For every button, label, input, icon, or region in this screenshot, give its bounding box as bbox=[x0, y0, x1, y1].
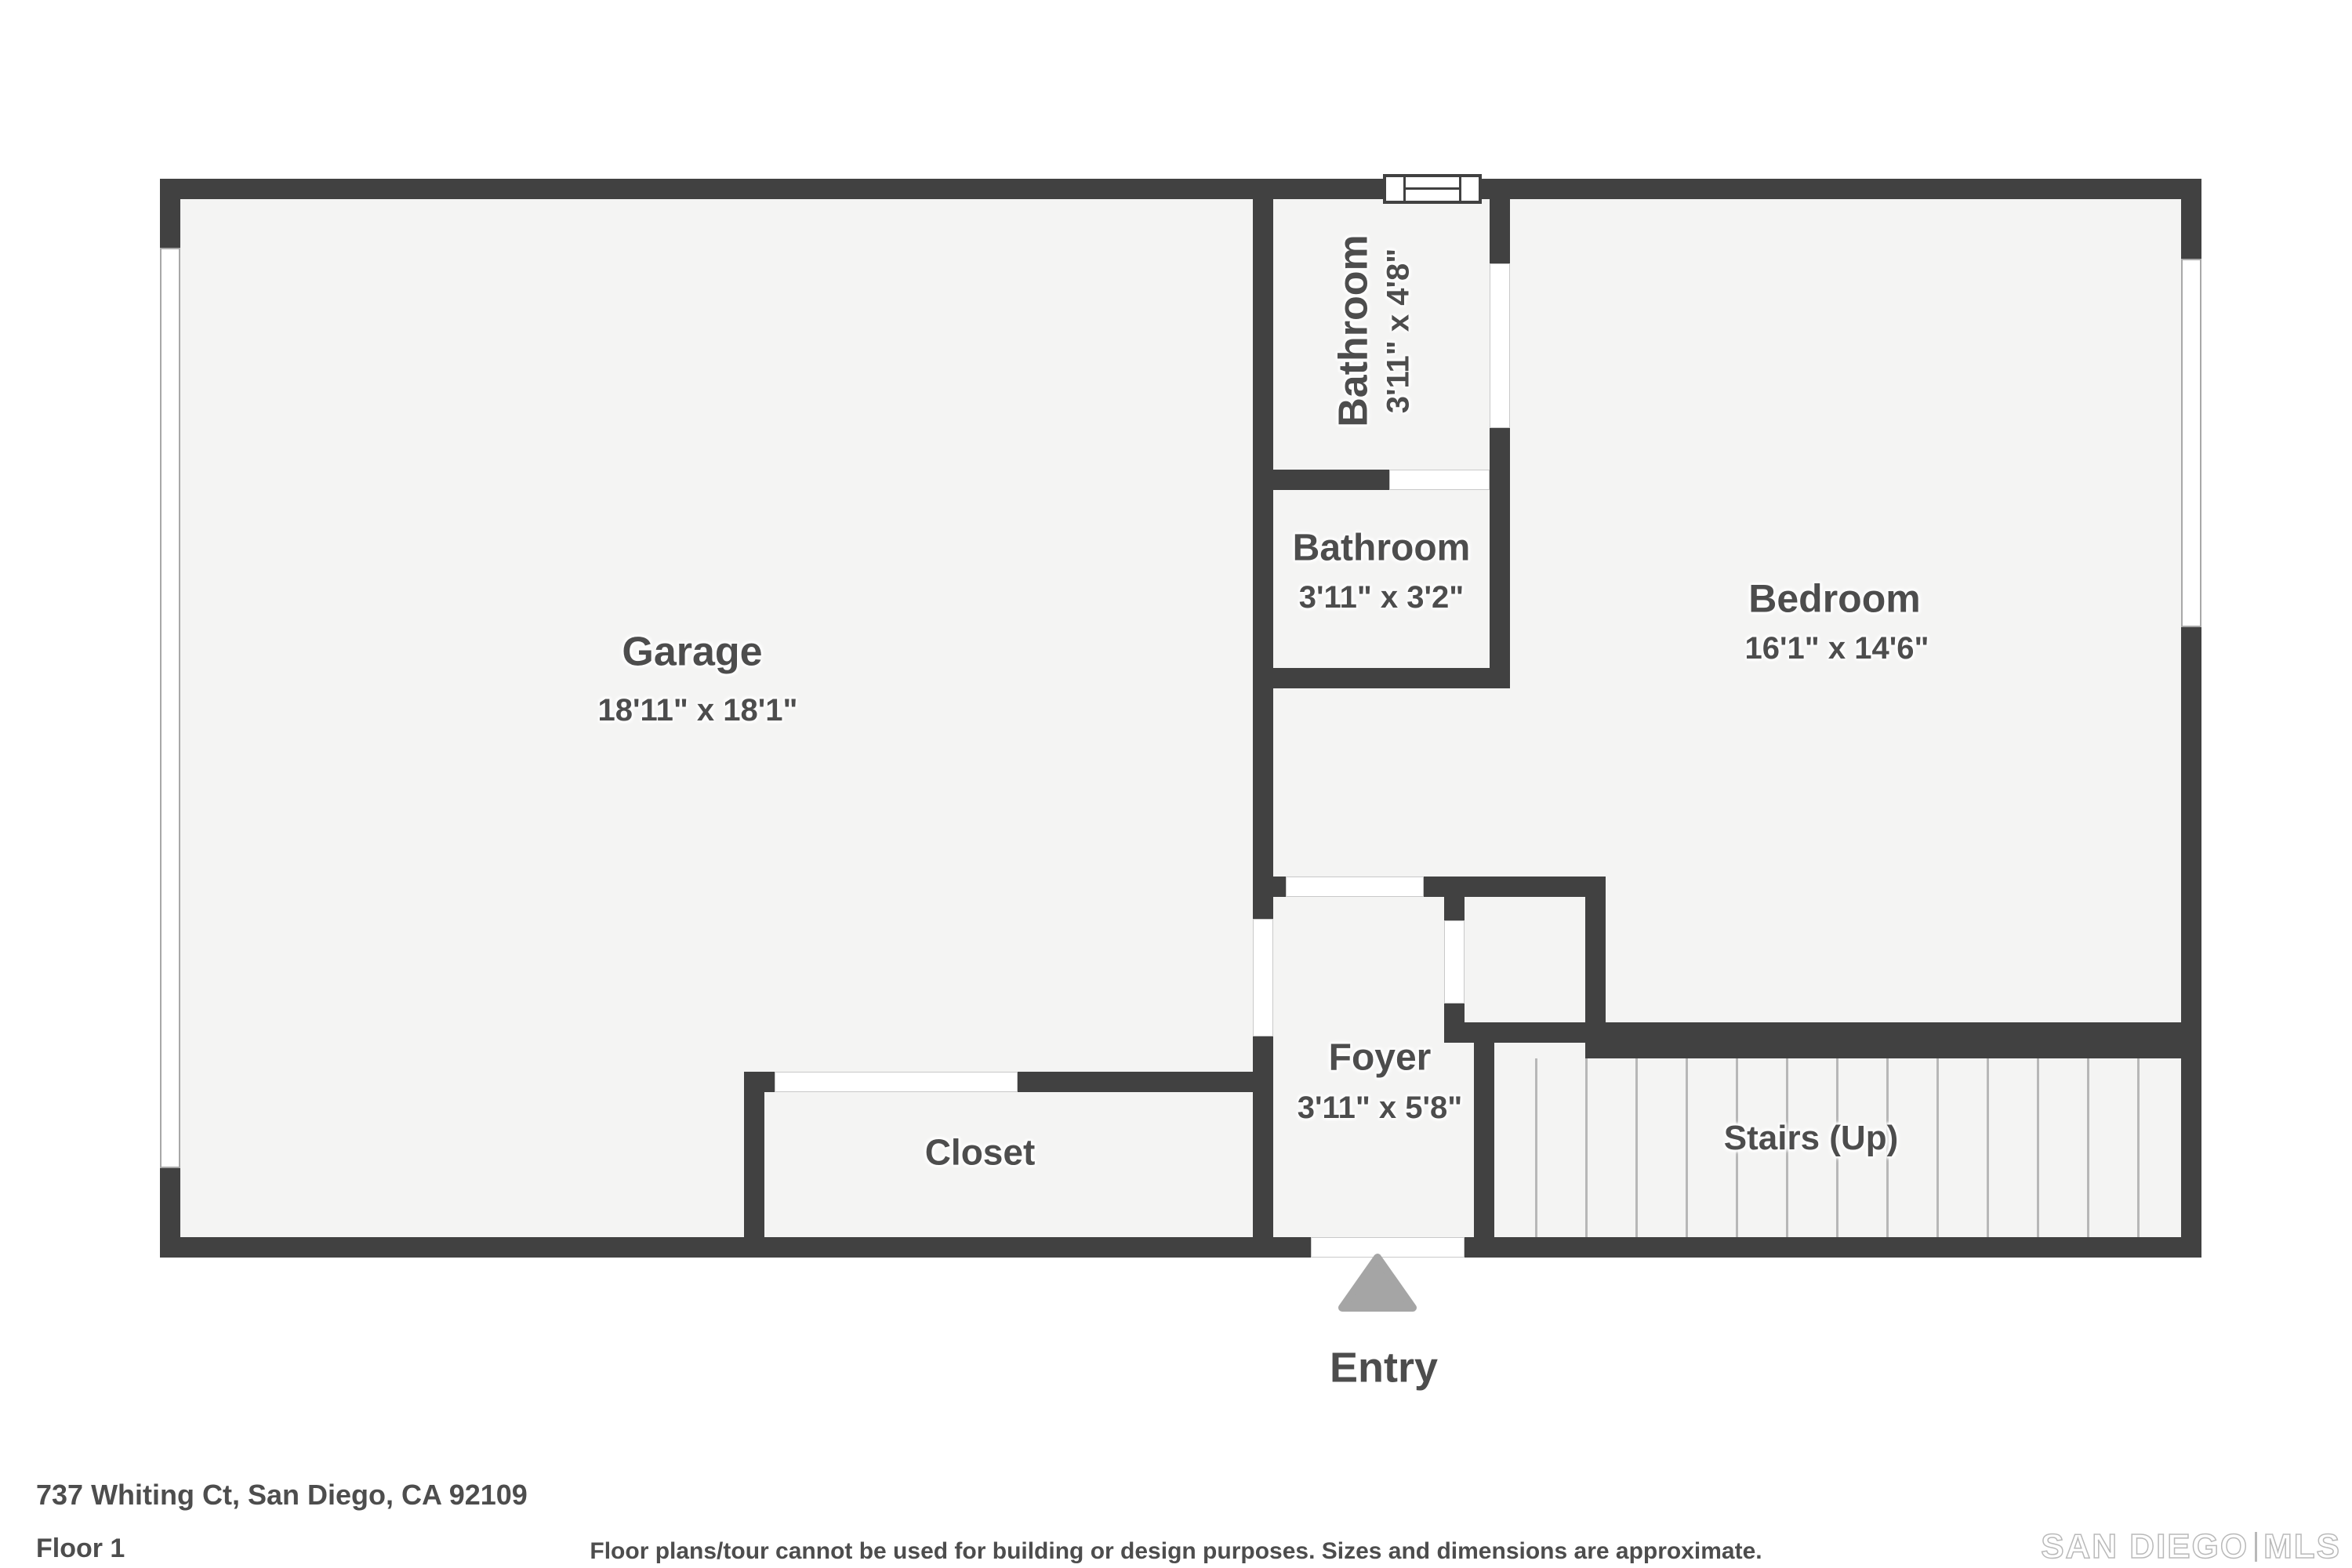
bathroom-mid-dims: 3'11" x 3'2" bbox=[1298, 580, 1465, 615]
wall-bottom bbox=[160, 1237, 2201, 1258]
wall-garage-divider bbox=[1253, 199, 1273, 1237]
floor-area bbox=[180, 199, 2181, 1237]
door-opening-bathroom-top bbox=[1490, 263, 1510, 428]
stairs-label: Stairs (Up) bbox=[1723, 1118, 1899, 1157]
wall-bathroom-mid-bottom bbox=[1253, 668, 1510, 688]
bathroom-top-label-block: Bathroom 3'11" x 4'8" bbox=[1330, 234, 1416, 427]
mls-logo-divider bbox=[2255, 1532, 2258, 1562]
stair-tread-line bbox=[2037, 1058, 2039, 1237]
stairs-treads bbox=[1494, 1058, 2181, 1237]
footer-disclaimer: Floor plans/tour cannot be used for buil… bbox=[590, 1538, 1762, 1564]
garage-label: Garage bbox=[622, 629, 763, 675]
bedroom-label: Bedroom bbox=[1748, 576, 1921, 621]
stair-tread-line bbox=[1686, 1058, 1688, 1237]
foyer-dims: 3'11" x 5'8" bbox=[1297, 1091, 1463, 1125]
door-opening-entry bbox=[1311, 1237, 1465, 1258]
bathroom-top-label: Bathroom bbox=[1330, 234, 1377, 427]
stair-tread-line bbox=[1635, 1058, 1638, 1237]
stair-tread-line bbox=[1585, 1058, 1588, 1237]
stair-tread-line bbox=[1736, 1058, 1738, 1237]
door-opening-closet bbox=[775, 1072, 1018, 1092]
wall-stairs-top bbox=[1585, 1022, 2181, 1058]
stair-tread-line bbox=[1886, 1058, 1889, 1237]
window-pane-left bbox=[1386, 177, 1403, 201]
wall-top bbox=[160, 179, 2201, 199]
entry-label: Entry bbox=[1329, 1344, 1439, 1392]
bathroom-top-dims: 3'11" x 4'8" bbox=[1381, 248, 1416, 414]
window-pane-right bbox=[1461, 177, 1479, 201]
stair-tread-line bbox=[1836, 1058, 1838, 1237]
door-opening-between-bathrooms bbox=[1389, 470, 1490, 490]
closet-label: Closet bbox=[924, 1131, 1036, 1173]
door-opening-foyer bbox=[1286, 877, 1424, 897]
mls-logo-primary: SAN DIEGO bbox=[2040, 1526, 2249, 1566]
window-pane-middle bbox=[1403, 177, 1461, 201]
wall-stairs-left bbox=[1474, 1043, 1494, 1237]
mls-logo-secondary: MLS bbox=[2263, 1526, 2341, 1566]
foyer-label: Foyer bbox=[1328, 1036, 1432, 1079]
garage-dims: 18'11" x 18'1" bbox=[597, 693, 798, 728]
stair-tread-line bbox=[2087, 1058, 2089, 1237]
bedroom-dims: 16'1" x 14'6" bbox=[1744, 631, 1929, 666]
door-opening-small-closet bbox=[1444, 920, 1465, 1004]
bathroom-mid-label: Bathroom bbox=[1292, 527, 1471, 569]
stair-tread-line bbox=[1786, 1058, 1788, 1237]
window-top-wall bbox=[1383, 174, 1482, 204]
stair-tread-line bbox=[1535, 1058, 1537, 1237]
wall-small-closet-bottom bbox=[1444, 1022, 1606, 1043]
stair-tread-line bbox=[1936, 1058, 1939, 1237]
footer-address: 737 Whiting Ct, San Diego, CA 92109 bbox=[36, 1479, 528, 1511]
entry-arrow-icon bbox=[1338, 1254, 1417, 1312]
door-opening-garage bbox=[1253, 919, 1273, 1036]
window-left-wall bbox=[160, 248, 180, 1168]
window-right-wall bbox=[2181, 259, 2201, 627]
stair-tread-line bbox=[2137, 1058, 2140, 1237]
footer-floor-label: Floor 1 bbox=[36, 1534, 125, 1563]
wall-closet-left bbox=[744, 1092, 764, 1237]
stair-tread-line bbox=[1987, 1058, 1989, 1237]
wall-small-closet-right bbox=[1585, 877, 1606, 1043]
mls-logo: SAN DIEGO MLS bbox=[2040, 1526, 2341, 1566]
